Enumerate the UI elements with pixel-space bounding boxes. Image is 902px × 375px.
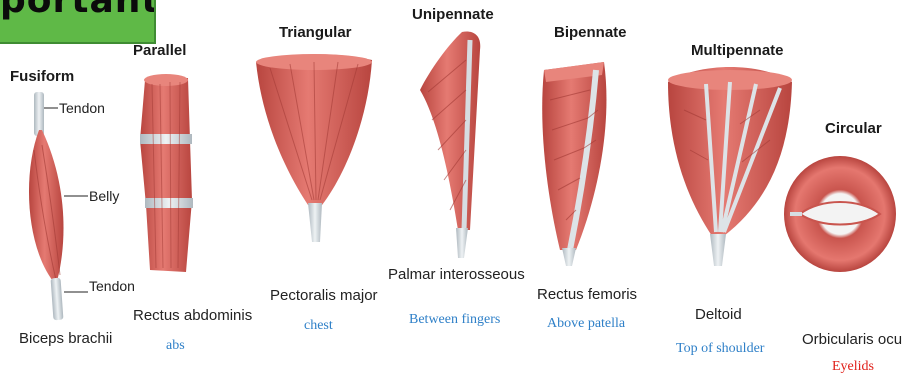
title-multipennate: Multipennate	[691, 42, 784, 59]
title-unipennate: Unipennate	[412, 6, 494, 23]
callout-tendon-bottom: Tendon	[89, 278, 135, 294]
title-circular: Circular	[825, 120, 882, 137]
multipennate-muscle	[668, 67, 792, 266]
fusiform-muscle	[29, 92, 88, 320]
example-unipennate: Palmar interosseous	[388, 266, 525, 283]
example-triangular: Pectoralis major	[270, 287, 378, 304]
note-multipennate: Top of shoulder	[676, 341, 764, 357]
note-bipennate: Above patella	[547, 316, 625, 332]
parallel-muscle	[140, 74, 193, 272]
title-fusiform: Fusiform	[10, 68, 74, 85]
note-circular: Eyelids	[832, 359, 874, 375]
example-multipennate: Deltoid	[695, 306, 742, 323]
example-bipennate: Rectus femoris	[537, 286, 637, 303]
example-circular: Orbicularis oculi	[802, 331, 902, 348]
title-bipennate: Bipennate	[554, 24, 627, 41]
triangular-muscle	[256, 54, 372, 242]
title-parallel: Parallel	[133, 42, 186, 59]
example-parallel: Rectus abdominis	[133, 307, 252, 324]
example-fusiform: Biceps brachii	[19, 330, 112, 347]
callout-tendon-top: Tendon	[59, 100, 105, 116]
note-parallel: abs	[166, 338, 185, 354]
circular-muscle	[784, 156, 896, 272]
unipennate-muscle	[420, 32, 480, 258]
callout-belly: Belly	[89, 188, 119, 204]
note-unipennate: Between fingers	[409, 312, 500, 328]
bipennate-muscle	[542, 62, 606, 266]
note-triangular: chest	[304, 318, 333, 334]
title-triangular: Triangular	[279, 24, 352, 41]
